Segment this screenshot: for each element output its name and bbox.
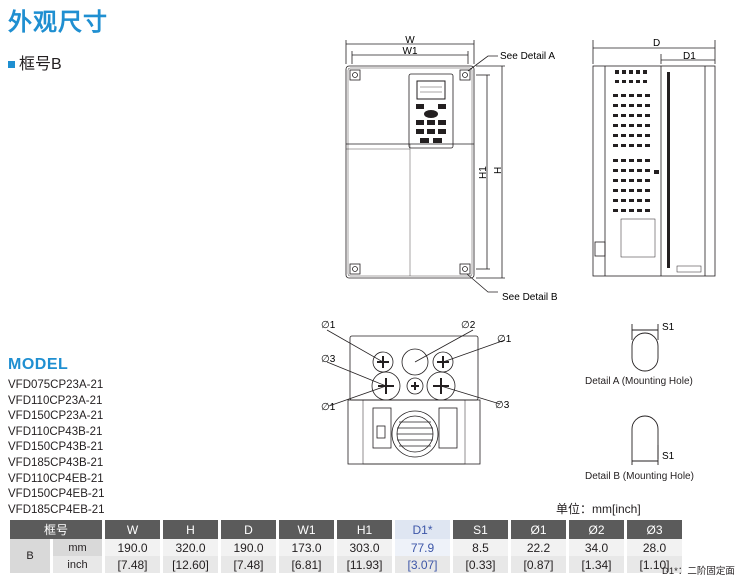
detail-a-drawing: S1 bbox=[631, 322, 675, 372]
model-heading: MODEL bbox=[8, 356, 69, 373]
model-item: VFD150CP43B-21 bbox=[8, 441, 104, 454]
detail-b-caption: Detail B (Mounting Hole) bbox=[585, 471, 694, 482]
table-header-row: 框号 W H D W1 H1 D1* S1 Ø1 Ø2 Ø3 bbox=[10, 520, 685, 539]
bullet-square-icon bbox=[8, 61, 15, 69]
side-view-drawing: D D1 bbox=[592, 38, 716, 277]
see-detail-b: See Detail B bbox=[502, 292, 558, 303]
col-header: D1* bbox=[395, 520, 453, 539]
dim-w: W bbox=[405, 35, 415, 46]
value-cell: [3.07] bbox=[395, 556, 453, 573]
dim-d: D bbox=[653, 38, 660, 49]
table-row: B mm 190.0 320.0 190.0 173.0 303.0 77.9 … bbox=[10, 539, 685, 573]
col-header: Ø2 bbox=[569, 520, 627, 539]
detail-a-caption: Detail A (Mounting Hole) bbox=[585, 376, 693, 387]
model-item: VFD150CP4EB-21 bbox=[8, 488, 105, 501]
col-header: H bbox=[163, 520, 221, 539]
dim-w1: W1 bbox=[403, 46, 418, 57]
model-list: VFD075CP23A-21 VFD110CP23A-21 VFD150CP23… bbox=[8, 378, 105, 518]
value-cell: 8.5 bbox=[453, 539, 511, 556]
footnote: D1*：二阶固定面 bbox=[662, 566, 735, 577]
value-cell: 190.0 bbox=[105, 539, 163, 556]
unit-label: 单位：mm[inch] bbox=[556, 502, 641, 516]
phi1-label-bottom: ∅1 bbox=[321, 402, 336, 413]
value-cell: [11.93] bbox=[337, 556, 395, 573]
frame-label: 框号B bbox=[8, 50, 62, 74]
bottom-view-drawing: ∅1 ∅3 ∅1 ∅2 ∅1 ∅3 bbox=[321, 320, 512, 465]
col-header: Ø1 bbox=[511, 520, 569, 539]
value-cell: [7.48] bbox=[221, 556, 279, 573]
phi3-label-left: ∅3 bbox=[321, 354, 336, 365]
value-cell: 28.0 bbox=[627, 539, 685, 556]
col-header: D bbox=[221, 520, 279, 539]
value-cell: [1.34] bbox=[569, 556, 627, 573]
unit-cell: inch bbox=[53, 556, 105, 573]
col-header: S1 bbox=[453, 520, 511, 539]
phi1-label-top: ∅1 bbox=[321, 320, 336, 331]
phi3-label-right: ∅3 bbox=[495, 400, 510, 411]
model-item: VFD185CP4EB-21 bbox=[8, 503, 105, 516]
value-cell: 303.0 bbox=[337, 539, 395, 556]
phi2-label: ∅2 bbox=[461, 320, 476, 331]
model-item: VFD110CP4EB-21 bbox=[8, 472, 104, 485]
col-header: H1 bbox=[337, 520, 395, 539]
col-header: W bbox=[105, 520, 163, 539]
model-item: VFD110CP43B-21 bbox=[8, 425, 103, 438]
col-header: 框号 bbox=[10, 520, 105, 539]
model-item: VFD075CP23A-21 bbox=[8, 379, 104, 391]
dim-d1: D1 bbox=[683, 51, 696, 62]
col-header: Ø3 bbox=[627, 520, 685, 539]
table-row: inch [7.48] [12.60] [7.48] [6.81] [11.93… bbox=[10, 556, 685, 573]
col-header: W1 bbox=[279, 520, 337, 539]
detail-b-dim: S1 bbox=[662, 451, 675, 462]
detail-a-dim: S1 bbox=[662, 322, 675, 333]
dim-h1: H1 bbox=[478, 166, 489, 179]
unit-cell: mm bbox=[53, 539, 105, 556]
value-cell: [0.87] bbox=[511, 556, 569, 573]
value-cell: 190.0 bbox=[221, 539, 279, 556]
detail-b-drawing: S1 bbox=[631, 415, 675, 465]
model-item: VFD150CP23A-21 bbox=[8, 410, 104, 423]
value-cell: [7.48] bbox=[105, 556, 163, 573]
value-cell: 173.0 bbox=[279, 539, 337, 556]
model-item: VFD185CP43B-21 bbox=[8, 456, 104, 469]
frame-cell: B bbox=[10, 539, 53, 573]
value-cell: [12.60] bbox=[163, 556, 221, 573]
model-item: VFD110CP23A-21 bbox=[8, 394, 103, 407]
see-detail-a: See Detail A bbox=[500, 51, 555, 62]
page-title: 外观尺寸 bbox=[8, 9, 108, 36]
value-cell: 22.2 bbox=[511, 539, 569, 556]
dimension-table: 框号 W H D W1 H1 D1* S1 Ø1 Ø2 Ø3 B mm 190.… bbox=[10, 520, 685, 573]
value-cell: [0.33] bbox=[453, 556, 511, 573]
value-cell: 320.0 bbox=[163, 539, 221, 556]
value-cell: 34.0 bbox=[569, 539, 627, 556]
value-cell: [1.10] bbox=[627, 556, 685, 573]
dim-h: H bbox=[493, 167, 504, 174]
value-cell: 77.9 bbox=[395, 539, 453, 556]
front-view-drawing: W W1 H1 H See Detail A See Detail B bbox=[345, 35, 558, 303]
frame-label-text: 框号B bbox=[19, 56, 62, 73]
phi1-label-right: ∅1 bbox=[497, 334, 512, 345]
value-cell: [6.81] bbox=[279, 556, 337, 573]
